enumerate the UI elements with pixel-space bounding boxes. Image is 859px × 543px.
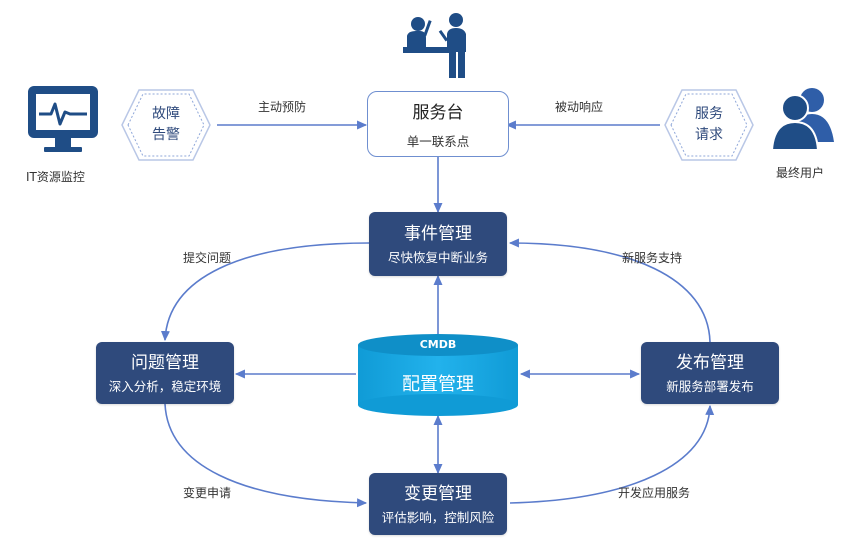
problem-title: 问题管理 — [131, 352, 199, 373]
service-desk-icon — [403, 13, 466, 78]
end-user-label: 最终用户 — [776, 166, 825, 180]
incident-management-box[interactable]: 事件管理 尽快恢复中断业务 — [369, 212, 507, 276]
release-title: 发布管理 — [676, 352, 744, 373]
alarm-label: 故障 告警 — [140, 97, 192, 153]
change-management-box[interactable]: 变更管理 评估影响，控制风险 — [369, 473, 507, 535]
problem-subtitle: 深入分析，稳定环境 — [108, 378, 222, 394]
alarm-hexagon — [121, 89, 211, 161]
service-desk-box[interactable]: 服务台 单一联系点 — [367, 91, 509, 157]
monitor-icon — [28, 86, 98, 152]
request-label: 服务 请求 — [683, 97, 735, 153]
request-line2: 请求 — [695, 127, 723, 143]
cmdb-title[interactable]: 配置管理 — [402, 374, 474, 395]
it-monitor-label: IT资源监控 — [26, 170, 85, 184]
label-develop-app-service: 开发应用服务 — [618, 486, 691, 500]
alarm-line1: 故障 — [152, 106, 180, 122]
label-submit-problem: 提交问题 — [183, 251, 232, 265]
label-reactive: 被动响应 — [555, 100, 604, 114]
change-title: 变更管理 — [404, 483, 472, 504]
release-subtitle: 新服务部署发布 — [666, 378, 754, 394]
request-hexagon — [664, 89, 754, 161]
label-change-request: 变更申请 — [183, 486, 232, 500]
alarm-line2: 告警 — [152, 127, 180, 143]
label-proactive: 主动预防 — [258, 100, 307, 114]
change-subtitle: 评估影响，控制风险 — [381, 509, 495, 525]
incident-subtitle: 尽快恢复中断业务 — [387, 249, 488, 265]
arrow-problem-to-change — [164, 403, 368, 508]
release-management-box[interactable]: 发布管理 新服务部署发布 — [641, 342, 779, 404]
cmdb-cylinder — [358, 334, 518, 416]
service-desk-title: 服务台 — [412, 103, 464, 123]
arrow-release-to-incident — [508, 238, 711, 343]
problem-management-box[interactable]: 问题管理 深入分析，稳定环境 — [96, 342, 234, 404]
request-line1: 服务 — [695, 106, 723, 122]
users-icon — [770, 88, 834, 151]
arrow-change-to-release — [509, 404, 715, 504]
cmdb-tag: CMDB — [419, 338, 457, 351]
service-desk-subtitle: 单一联系点 — [406, 134, 470, 149]
arrow-incident-to-problem — [160, 242, 370, 342]
label-new-service-support: 新服务支持 — [622, 251, 683, 265]
incident-title: 事件管理 — [404, 223, 472, 244]
